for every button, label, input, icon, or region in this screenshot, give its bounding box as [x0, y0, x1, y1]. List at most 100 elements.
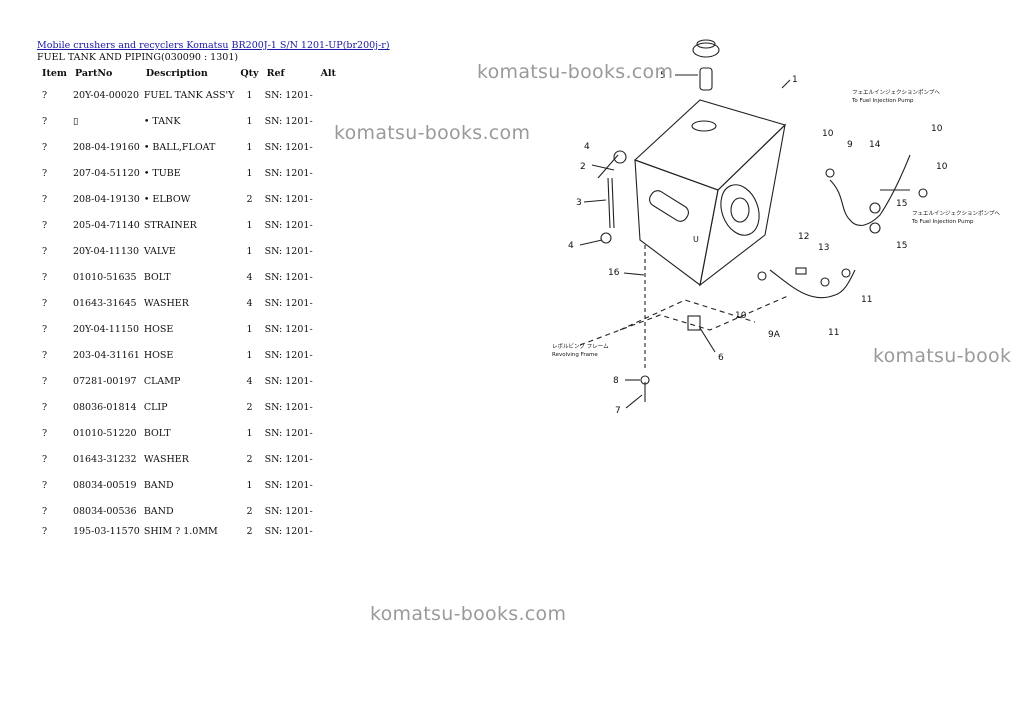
- ref-cell: SN: 1201-: [264, 479, 313, 491]
- ref-cell: SN: 1201-: [264, 297, 313, 309]
- item-cell: ?: [42, 323, 48, 335]
- filler-neck: [691, 120, 717, 132]
- watermark: komatsu-books.com: [334, 122, 531, 144]
- qty-cell: 2: [246, 193, 253, 205]
- item-cell: ?: [42, 115, 48, 127]
- partno-cell: 208-04-19160: [72, 141, 140, 153]
- watermark: komatsu-books.com: [477, 61, 674, 83]
- item-cell: ?: [42, 349, 48, 361]
- callout-4: 4: [584, 142, 590, 152]
- item-cell: ?: [42, 479, 48, 491]
- breadcrumb-link-catalog[interactable]: Mobile crushers and recyclers Komatsu: [37, 40, 229, 51]
- alt-cell: [317, 186, 345, 212]
- partno-cell: 01643-31645: [72, 297, 137, 309]
- callout-1: 1: [792, 75, 798, 85]
- ref-cell: SN: 1201-: [264, 219, 313, 231]
- alt-cell: [317, 472, 345, 498]
- column-header-description: Description: [145, 67, 208, 79]
- ref-cell: SN: 1201-: [264, 271, 313, 283]
- inspection-cover: [720, 184, 760, 236]
- alt-cell: [317, 290, 345, 316]
- item-cell: ?: [42, 271, 48, 283]
- bolt-12: [795, 267, 807, 275]
- partno-cell: 01643-31232: [72, 453, 137, 465]
- item-cell: ?: [42, 245, 48, 257]
- ref-cell: SN: 1201-: [264, 245, 313, 257]
- parts-table-header: Item PartNo Description Qty Ref Alt: [36, 64, 345, 82]
- callout-7: 7: [615, 406, 621, 416]
- watermark: komatsu-book: [873, 345, 1012, 367]
- alt-cell: [317, 524, 345, 538]
- alt-cell: [317, 212, 345, 238]
- qty-cell: 1: [246, 427, 253, 439]
- partno-cell: 20Y-04-11150: [72, 323, 139, 335]
- qty-cell: 1: [246, 349, 253, 361]
- alt-cell: [317, 420, 345, 446]
- callout-11b: 11: [828, 328, 839, 338]
- partno-cell: 20Y-04-00020: [72, 89, 139, 101]
- partno-cell: 08034-00536: [72, 505, 137, 517]
- callout-3: 3: [576, 198, 582, 208]
- callout-16: 16: [608, 268, 620, 278]
- injection-label-1: To Fuel Injection Pump: [851, 98, 914, 104]
- alt-cell: [317, 160, 345, 186]
- frame-label: Revolving Frame: [552, 352, 598, 358]
- partno-cell: 08034-00519: [72, 479, 137, 491]
- description-cell: • BALL,FLOAT: [143, 141, 216, 153]
- washer: [640, 375, 650, 385]
- qty-cell: 2: [246, 505, 253, 517]
- partno-cell: 01010-51635: [72, 271, 137, 283]
- item-cell: ?: [42, 505, 48, 517]
- alt-cell: [317, 446, 345, 472]
- qty-cell: 1: [246, 89, 253, 101]
- description-cell: STRAINER: [143, 219, 197, 231]
- callout-4b: 4: [568, 241, 574, 251]
- item-cell: ?: [42, 401, 48, 413]
- breadcrumb-link-model[interactable]: BR200J-1 S/N 1201-UP(br200j-r): [231, 40, 390, 51]
- description-cell: • TANK: [143, 115, 181, 127]
- alt-cell: [317, 498, 345, 524]
- callout-5: 5: [660, 71, 666, 81]
- qty-cell: 1: [246, 245, 253, 257]
- callout-11a: 11: [861, 295, 872, 305]
- column-header-partno: PartNo: [74, 67, 113, 79]
- alt-cell: [317, 82, 345, 108]
- column-header-item: Item: [42, 67, 67, 79]
- alt-cell: [317, 264, 345, 290]
- revolving-frame: [579, 294, 791, 346]
- qty-cell: 4: [246, 375, 253, 387]
- ref-cell: SN: 1201-: [264, 401, 313, 413]
- partno-cell: 01010-51220: [72, 427, 137, 439]
- qty-cell: 4: [246, 297, 253, 309]
- injection-label-2: To Fuel Injection Pump: [911, 219, 974, 225]
- tank-left-face: [634, 159, 719, 286]
- callout-15a: 15: [896, 199, 907, 209]
- ref-cell: SN: 1201-: [264, 323, 313, 335]
- injection-label-jp-2: フェエルインジェクションポンプへ: [912, 210, 1000, 217]
- partno-cell: 205-04-71140: [72, 219, 140, 231]
- ref-cell: SN: 1201-: [264, 525, 313, 537]
- alt-cell: [317, 238, 345, 264]
- callout-9a: 9A: [768, 330, 781, 340]
- partno-cell: 203-04-31161: [72, 349, 140, 361]
- strainer: [699, 67, 713, 91]
- ref-cell: SN: 1201-: [264, 89, 313, 101]
- column-header-alt: Alt: [320, 67, 336, 79]
- description-cell: CLAMP: [143, 375, 181, 387]
- elbow: [613, 150, 627, 164]
- qty-cell: 4: [246, 271, 253, 283]
- breadcrumb: Mobile crushers and recyclers Komatsu BR…: [37, 40, 390, 51]
- item-cell: ?: [42, 141, 48, 153]
- clip: [841, 268, 851, 278]
- description-cell: WASHER: [143, 453, 189, 465]
